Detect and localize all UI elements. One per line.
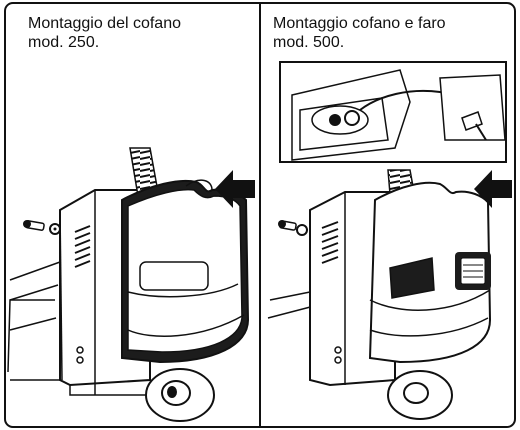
wheel [145, 368, 215, 422]
washer-icon [49, 223, 61, 235]
hood-cover [121, 179, 250, 364]
left-caption-line2: mod. 250. [28, 34, 100, 51]
vent-slots [74, 225, 91, 268]
hood-cover-with-light [368, 181, 492, 364]
screw-icon [23, 220, 45, 231]
left-illustration [7, 147, 255, 422]
arrow-left-icon [215, 170, 255, 208]
right-caption-line2: mod. 500. [273, 34, 345, 51]
right-illustration [267, 61, 512, 420]
left-caption-line1: Montaggio del cofano [28, 15, 181, 32]
headlight-icon [455, 252, 491, 290]
right-caption: Montaggio cofano e faro mod. 500. [273, 14, 503, 52]
detail-inset [279, 61, 507, 163]
left-caption: Montaggio del cofano mod. 250. [28, 14, 248, 52]
right-caption-line1: Montaggio cofano e faro [273, 15, 446, 32]
